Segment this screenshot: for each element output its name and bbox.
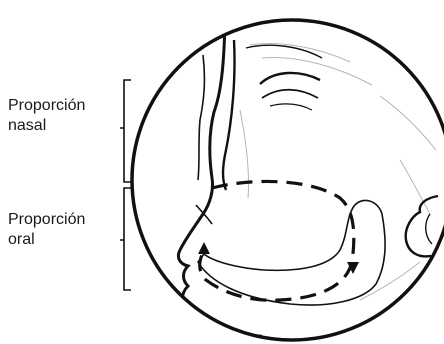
oral-cavity-outline <box>198 200 385 305</box>
upper-eyelid <box>260 73 320 84</box>
ear-outline <box>406 196 444 270</box>
brow-line <box>246 45 322 58</box>
oral-bracket <box>120 188 131 290</box>
lower-eye-line <box>270 104 312 110</box>
airflow-dashed-path <box>200 181 354 300</box>
arrowhead-icon <box>198 242 210 254</box>
circular-frame <box>132 20 444 340</box>
nose-side-line <box>223 40 235 190</box>
ear-inner <box>426 214 432 244</box>
eye-line <box>262 90 318 98</box>
face-profile-line <box>178 22 225 324</box>
profile-outer-edge <box>198 55 204 180</box>
background-texture <box>240 44 436 300</box>
nasal-bracket <box>120 80 131 182</box>
